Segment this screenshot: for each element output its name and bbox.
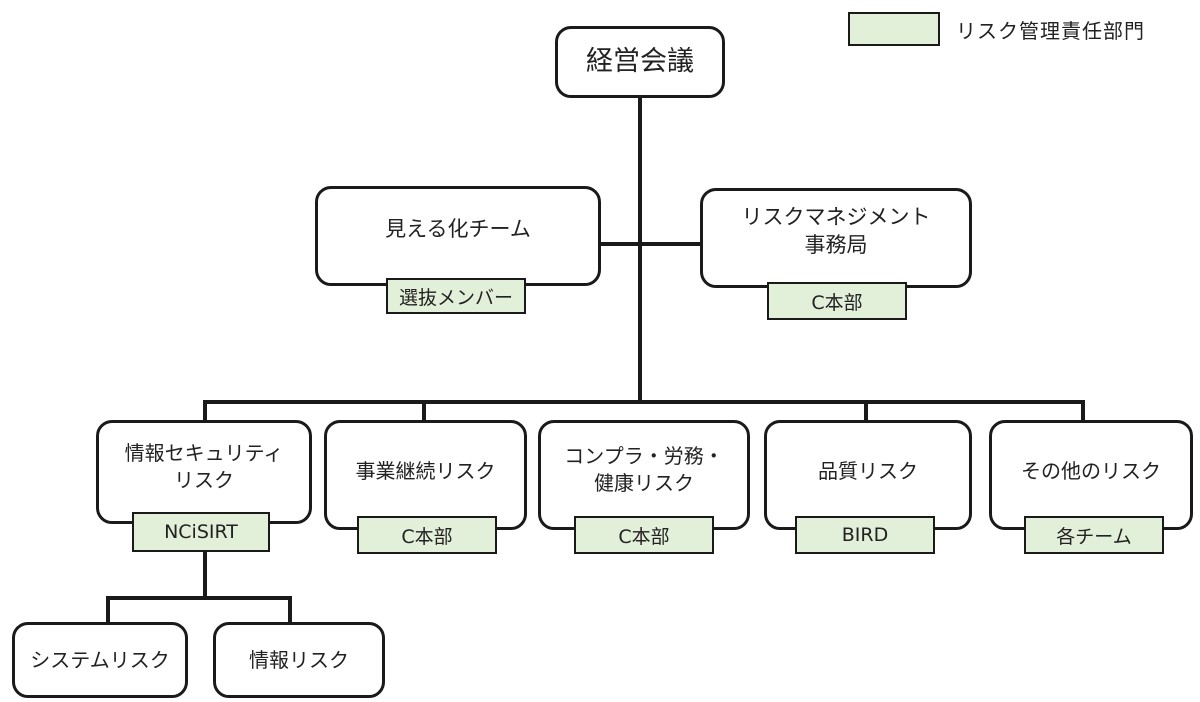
- node-label: コンプラ・労務・ 健康リスク: [564, 444, 724, 495]
- tag-visualization-team: 選抜メンバー: [386, 278, 526, 314]
- legend-label: リスク管理責任部門: [956, 19, 1145, 43]
- node-risk-management-office: リスクマネジメント 事務局: [700, 188, 972, 288]
- node-label: リスクマネジメント 事務局: [741, 204, 931, 257]
- node-system-risk: システムリスク: [12, 622, 188, 698]
- tag-quality-risk: BIRD: [795, 516, 935, 554]
- node-other-risk: その他のリスク: [989, 420, 1193, 530]
- legend-swatch: [848, 12, 940, 46]
- node-compliance-risk: コンプラ・労務・ 健康リスク: [538, 420, 750, 530]
- tag-business-continuity-risk: C本部: [357, 516, 497, 554]
- node-info-security-risk: 情報セキュリティ リスク: [96, 420, 312, 524]
- root-label: 経営会議: [586, 45, 694, 77]
- tag-compliance-risk: C本部: [574, 516, 714, 554]
- tag-info-security-risk: NCiSIRT: [132, 512, 270, 552]
- node-label: 情報セキュリティ リスク: [124, 441, 284, 492]
- node-label: 情報リスク: [249, 647, 349, 672]
- root-node: 経営会議: [555, 26, 725, 98]
- tag-other-risk: 各チーム: [1024, 516, 1164, 554]
- node-visualization-team: 見える化チーム: [315, 186, 601, 286]
- node-quality-risk: 品質リスク: [764, 420, 972, 530]
- node-label: 事業継続リスク: [355, 458, 496, 483]
- node-label: 見える化チーム: [385, 216, 531, 241]
- node-label: 品質リスク: [818, 458, 918, 483]
- node-label: その他のリスク: [1021, 458, 1161, 483]
- node-information-risk: 情報リスク: [213, 622, 385, 698]
- node-business-continuity-risk: 事業継続リスク: [324, 420, 527, 530]
- tag-risk-management-office: C本部: [767, 282, 907, 320]
- node-label: システムリスク: [30, 647, 170, 672]
